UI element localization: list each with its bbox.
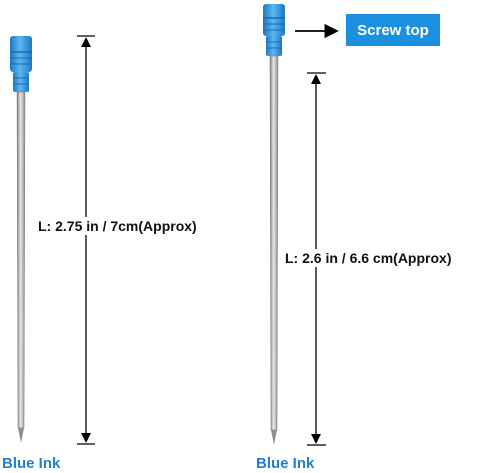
length-label-left: L: 2.75 in / 7cm(Approx): [38, 217, 197, 235]
ink-label-right: Blue Ink: [256, 455, 315, 472]
refill-tube: [16, 91, 26, 429]
refill-right: [263, 4, 285, 445]
dimension-line-left: [77, 35, 95, 445]
refill-tip: [271, 430, 277, 445]
refill-left: [10, 36, 32, 443]
screw-cap-icon: [263, 4, 285, 56]
ink-label-left: Blue Ink: [2, 455, 61, 472]
screw-cap-icon: [10, 36, 32, 92]
length-label-right: L: 2.6 in / 6.6 cm(Approx): [285, 249, 452, 267]
screw-top-callout: Screw top: [346, 14, 440, 46]
refill-tube: [269, 55, 279, 431]
refill-tip: [18, 428, 24, 443]
